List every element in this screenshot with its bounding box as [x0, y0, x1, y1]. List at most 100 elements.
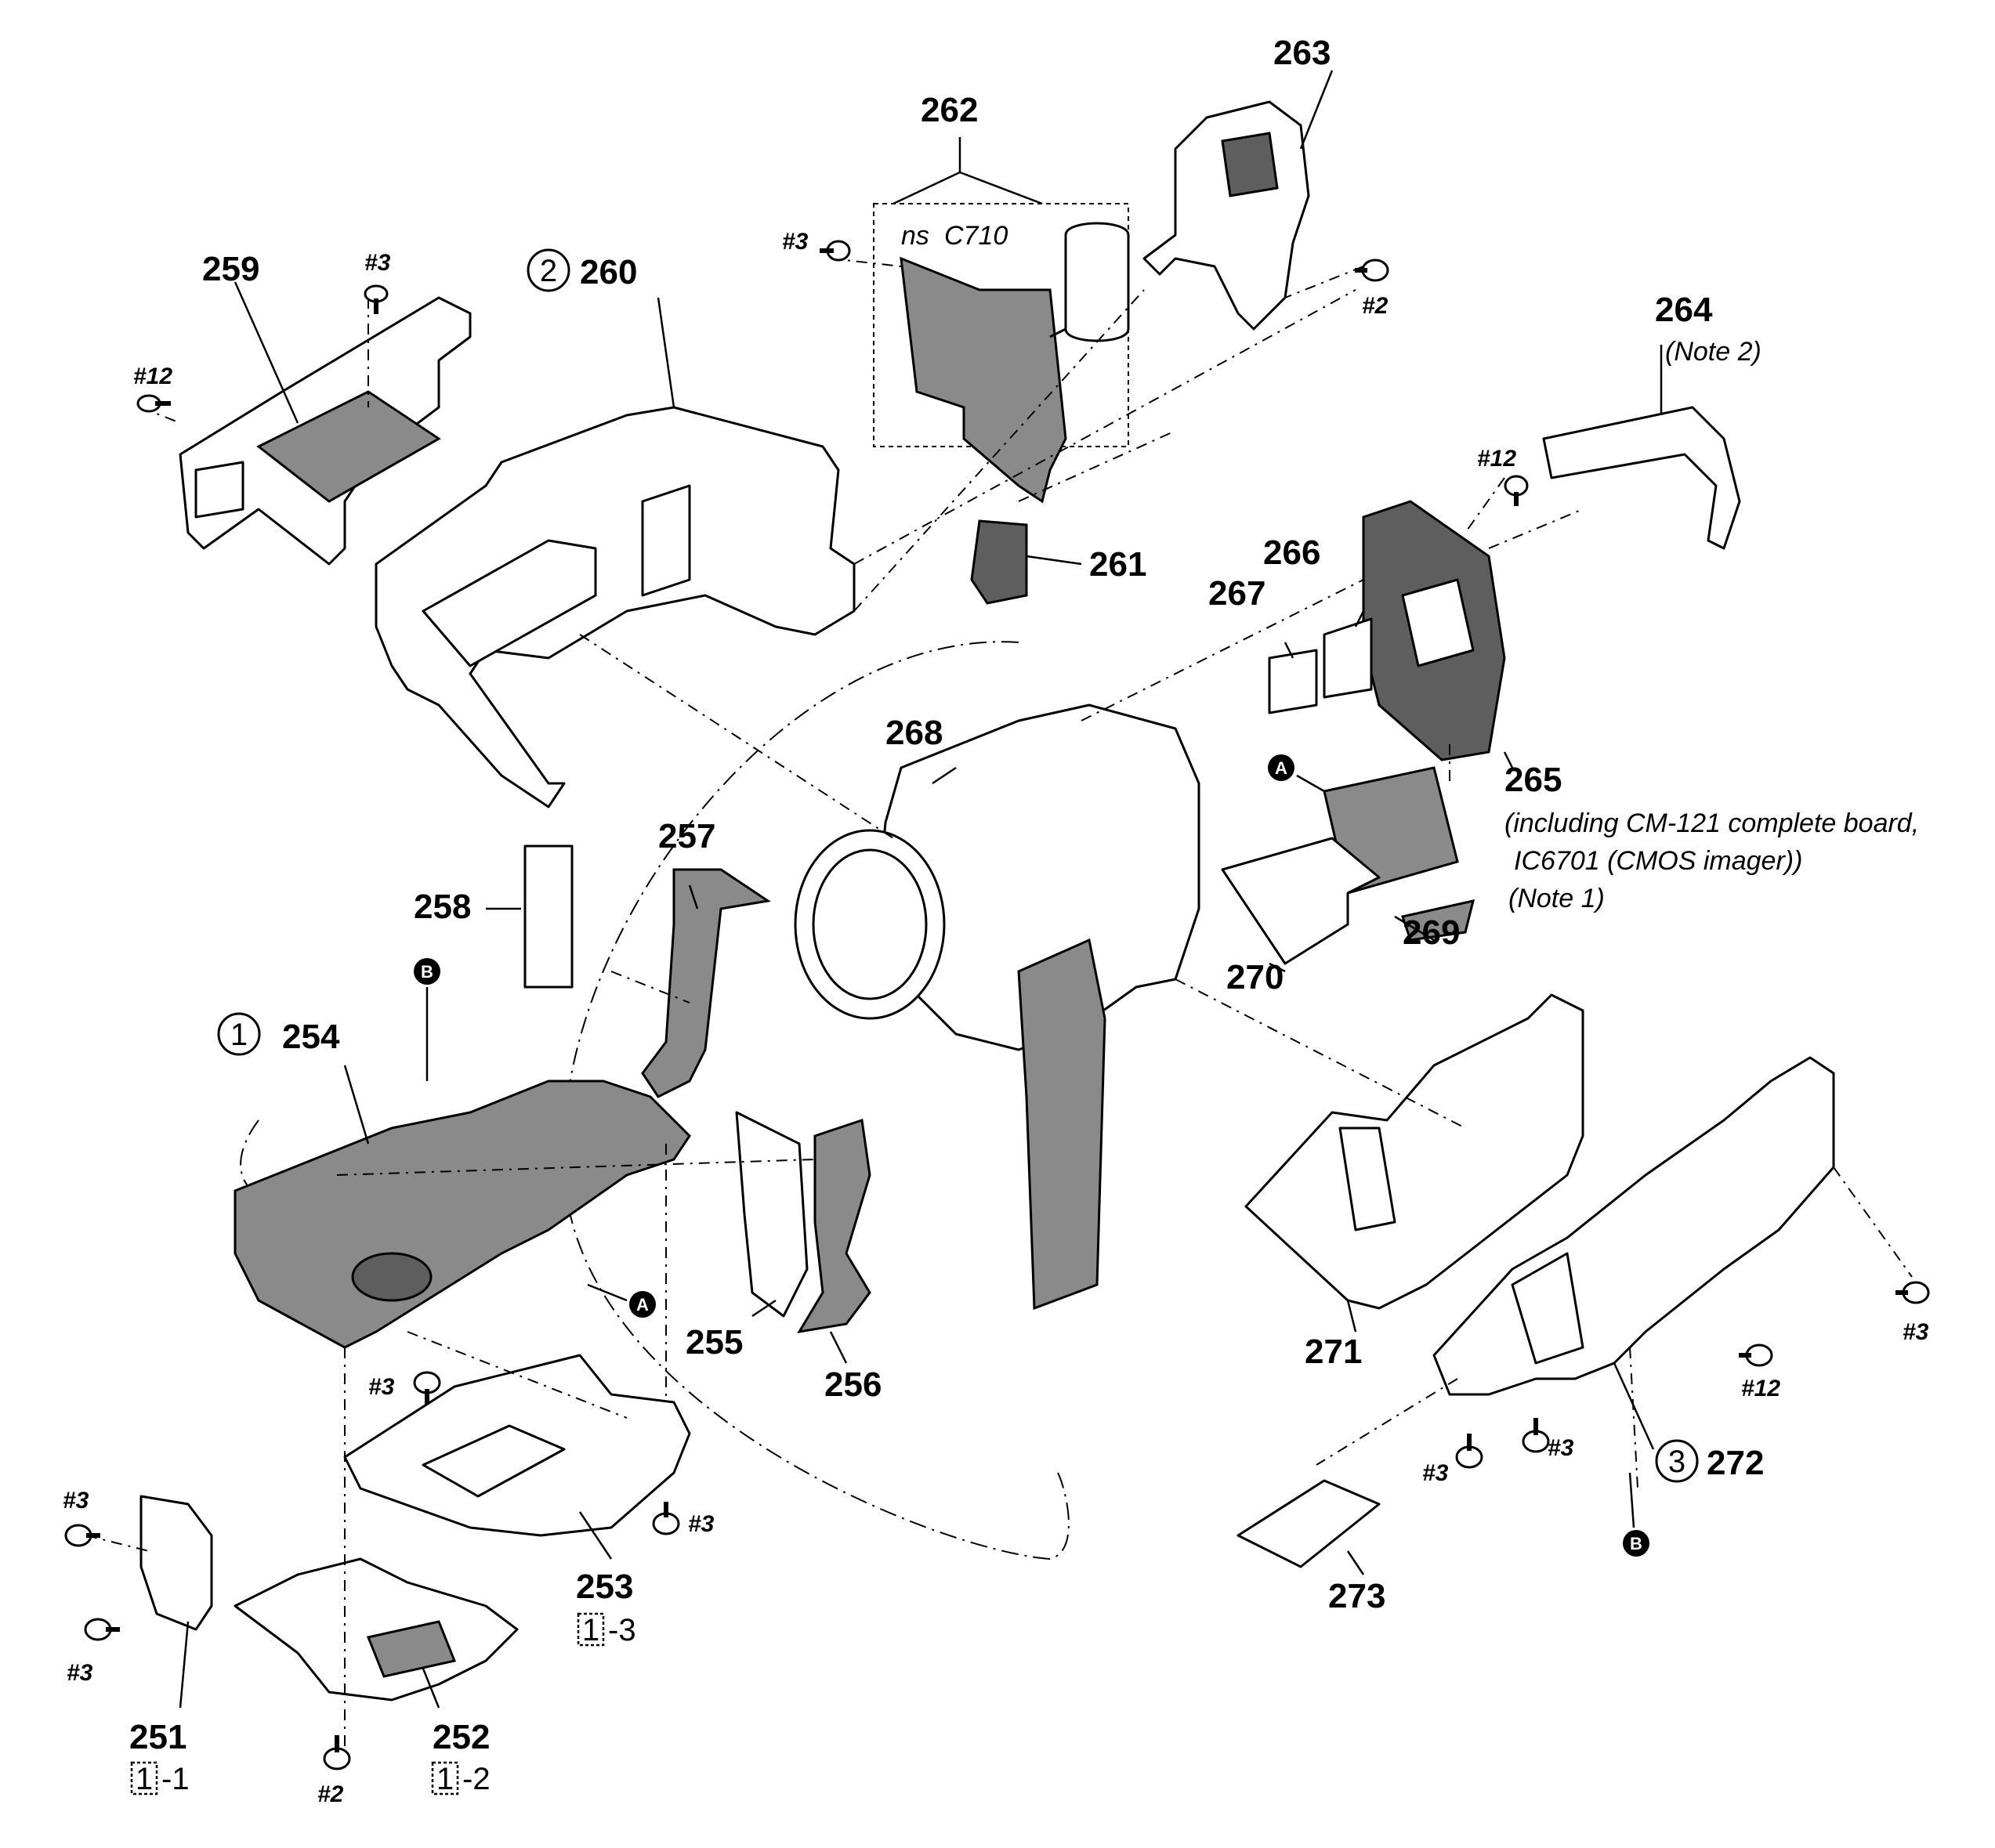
label-268: 268	[885, 714, 943, 752]
index-circle-3: 3	[1655, 1439, 1699, 1483]
marker-a-lower: A	[587, 1283, 656, 1318]
label-266: 266	[1263, 533, 1320, 572]
desc-265-line2: IC6701 (CMOS imager))	[1514, 846, 1802, 876]
screw-label-252-2: #2	[317, 1781, 344, 1807]
part-258-sheet	[523, 844, 574, 989]
screw-icon-251-3b	[84, 1618, 120, 1641]
label-252: 252	[433, 1718, 490, 1756]
label-262-mark-ns: ns	[901, 221, 929, 251]
part-272-chassis	[1432, 1056, 1835, 1396]
svg-text:B: B	[1630, 1534, 1642, 1553]
note-264: (Note 2)	[1665, 337, 1761, 367]
label-271: 271	[1305, 1333, 1362, 1371]
index-circle-1: 1	[217, 1012, 261, 1056]
svg-text:A: A	[636, 1295, 649, 1315]
screw-label-251-3a: #3	[63, 1488, 89, 1513]
screw-label-265-12: #12	[1477, 446, 1516, 472]
part-262-board	[900, 222, 1130, 504]
screw-icon-262-3	[820, 240, 851, 262]
part-263-bracket	[1142, 100, 1310, 331]
label-261: 261	[1089, 545, 1146, 584]
desc-265-line1: (including CM-121 complete board,	[1504, 808, 1919, 838]
screw-label-262-3: #3	[782, 229, 809, 255]
part-257-flex-cable	[641, 868, 771, 1098]
svg-text:-3: -3	[608, 1613, 636, 1647]
label-255: 255	[686, 1323, 743, 1362]
part-254-main-board	[234, 1080, 691, 1349]
screw-label-253-3b: #3	[688, 1511, 715, 1537]
part-261-connector	[970, 519, 1028, 605]
label-253: 253	[576, 1568, 633, 1606]
ref-box-253: 1 -3	[577, 1612, 636, 1647]
part-252-bracket	[234, 1557, 519, 1702]
marker-b-lower: B	[1623, 1472, 1649, 1557]
ref-box-251: 1 -1	[130, 1761, 190, 1796]
label-272: 272	[1707, 1444, 1764, 1482]
screw-label-259-3: #3	[364, 250, 391, 276]
label-262-mark-c710: C710	[944, 221, 1008, 251]
screw-label-253-3a: #3	[368, 1374, 395, 1400]
part-259-bracket	[179, 296, 472, 566]
label-267: 267	[1208, 574, 1265, 613]
screw-icon-251-3a	[64, 1524, 100, 1547]
label-269: 269	[1403, 913, 1460, 952]
screw-icon-259-3	[364, 284, 389, 314]
label-254: 254	[282, 1018, 340, 1056]
screw-icon-253-3b	[652, 1502, 680, 1535]
svg-text:A: A	[1275, 758, 1287, 778]
svg-text:2: 2	[540, 254, 557, 288]
marker-a-upper: A	[1268, 754, 1325, 793]
svg-text:1: 1	[136, 1762, 153, 1796]
label-260: 260	[580, 253, 637, 291]
part-256-flex	[797, 1119, 871, 1334]
screw-icon-263-2	[1355, 259, 1389, 282]
screw-label-272-3b: #3	[1548, 1435, 1574, 1461]
index-circle-2: 2	[527, 248, 570, 292]
note-265: (Note 1)	[1508, 884, 1605, 913]
svg-text:-2: -2	[462, 1762, 491, 1796]
label-257: 257	[658, 817, 715, 855]
ref-box-252: 1 -2	[431, 1761, 491, 1796]
screw-icon-272-3a	[1455, 1434, 1483, 1469]
screw-icon-272-3c	[1895, 1281, 1930, 1304]
part-273-sheet	[1236, 1479, 1381, 1568]
screw-icon-259-12	[136, 394, 171, 413]
part-270-sheet	[1221, 837, 1381, 965]
part-255-sheet	[735, 1111, 809, 1318]
label-256: 256	[824, 1365, 882, 1404]
label-265: 265	[1504, 761, 1562, 799]
label-263: 263	[1273, 34, 1331, 72]
screw-icon-252-2	[323, 1735, 351, 1770]
label-251: 251	[129, 1718, 186, 1756]
part-264-flex-cable	[1542, 406, 1741, 550]
screw-label-272-12: #12	[1741, 1376, 1780, 1401]
assembly-outline-loop	[563, 641, 1070, 1560]
screw-label-251-3b: #3	[67, 1660, 93, 1686]
svg-text:-1: -1	[161, 1762, 190, 1796]
screw-label-272-3a: #3	[1422, 1460, 1449, 1486]
part-260-frame	[375, 406, 856, 808]
part-267-filter	[1268, 649, 1318, 714]
svg-text:B: B	[421, 962, 433, 982]
svg-text:1: 1	[582, 1613, 599, 1647]
svg-text:3: 3	[1668, 1445, 1685, 1479]
screw-icon-265-12	[1504, 475, 1529, 506]
screw-icon-253-3a	[413, 1371, 441, 1405]
label-264: 264	[1655, 291, 1713, 329]
label-262: 262	[921, 91, 978, 129]
screw-label-272-3c: #3	[1903, 1319, 1929, 1345]
part-271-chassis	[1244, 993, 1584, 1310]
label-259: 259	[202, 250, 259, 288]
screw-icon-272-12	[1739, 1344, 1773, 1367]
callout-lines	[179, 70, 1663, 1709]
assembly-outline-left	[240, 1119, 283, 1207]
label-273: 273	[1328, 1577, 1385, 1615]
screw-icon-272-3b	[1522, 1418, 1550, 1453]
label-258: 258	[414, 888, 471, 926]
marker-b-upper: B	[414, 958, 440, 1081]
part-266-filter	[1323, 617, 1373, 699]
part-268-lens-block	[794, 703, 1200, 1311]
label-270: 270	[1226, 958, 1284, 996]
svg-text:1: 1	[436, 1762, 454, 1796]
